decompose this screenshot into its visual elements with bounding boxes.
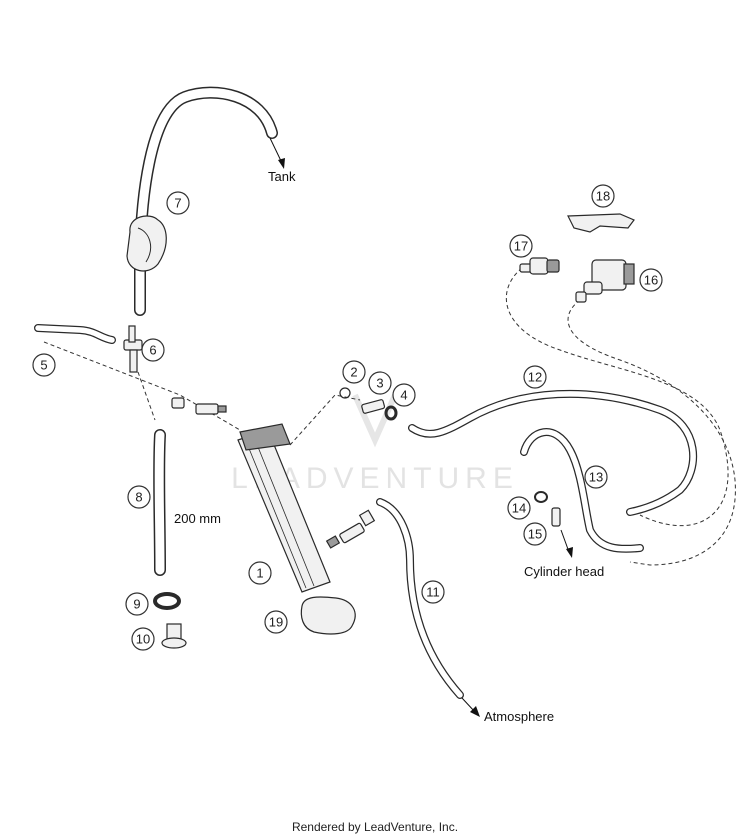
canister-fitting xyxy=(325,509,376,549)
svg-text:2: 2 xyxy=(350,365,357,380)
pad-19 xyxy=(300,596,356,635)
callout-2: 2 xyxy=(342,360,366,384)
svg-text:9: 9 xyxy=(133,597,140,612)
svg-text:10: 10 xyxy=(136,632,150,647)
callout-6: 6 xyxy=(141,338,165,362)
fitting-17 xyxy=(519,257,560,275)
callout-10: 10 xyxy=(131,627,155,651)
dash-17-line xyxy=(506,267,729,527)
callout-11: 11 xyxy=(421,580,445,604)
t-fitting-6 xyxy=(123,325,143,373)
label-length: 200 mm xyxy=(174,511,221,526)
svg-text:3: 3 xyxy=(376,376,383,391)
fitting-10 xyxy=(161,623,187,649)
callout-18: 18 xyxy=(591,184,615,208)
svg-text:7: 7 xyxy=(174,196,181,211)
clamp-9 xyxy=(153,592,181,610)
callout-19: 19 xyxy=(264,610,288,634)
valve-16 xyxy=(575,259,635,303)
svg-text:16: 16 xyxy=(644,273,658,288)
hose-13 xyxy=(520,428,644,553)
arrow-atmosphere xyxy=(461,697,480,717)
dash-5-to-canister xyxy=(43,341,241,431)
svg-text:19: 19 xyxy=(269,615,283,630)
svg-text:4: 4 xyxy=(400,388,407,403)
svg-text:11: 11 xyxy=(426,585,440,600)
hose-5 xyxy=(34,324,116,344)
callout-14: 14 xyxy=(507,496,531,520)
svg-text:8: 8 xyxy=(135,490,142,505)
label-atmosphere: Atmosphere xyxy=(484,709,554,724)
label-tank: Tank xyxy=(268,169,296,184)
clamp-4 xyxy=(384,405,398,421)
hose-8 xyxy=(153,429,166,576)
hose-11 xyxy=(376,498,464,699)
svg-text:13: 13 xyxy=(589,470,603,485)
callout-13: 13 xyxy=(584,465,608,489)
callout-5: 5 xyxy=(32,353,56,377)
connector-left xyxy=(171,397,227,415)
svg-text:1: 1 xyxy=(256,566,263,581)
svg-text:18: 18 xyxy=(596,189,610,204)
bracket-18 xyxy=(567,213,635,233)
label-cylinder-head: Cylinder head xyxy=(524,564,604,579)
svg-text:6: 6 xyxy=(149,343,156,358)
callout-15: 15 xyxy=(523,522,547,546)
footer-credit: Rendered by LeadVenture, Inc. xyxy=(291,820,459,834)
callout-7: 7 xyxy=(166,191,190,215)
callout-16: 16 xyxy=(639,268,663,292)
hose-12 xyxy=(408,389,697,516)
svg-text:5: 5 xyxy=(40,358,47,373)
arrow-tank xyxy=(269,137,285,169)
svg-text:15: 15 xyxy=(528,527,542,542)
valve-3 xyxy=(361,399,386,414)
svg-text:12: 12 xyxy=(528,370,542,385)
svg-text:14: 14 xyxy=(512,501,526,516)
callout-4: 4 xyxy=(392,383,416,407)
callout-8: 8 xyxy=(127,485,151,509)
svg-text:17: 17 xyxy=(514,239,528,254)
dash-canister-to-3 xyxy=(289,394,361,446)
dash-6-to-8 xyxy=(137,371,156,421)
fitting-15 xyxy=(551,507,561,527)
callout-1: 1 xyxy=(248,561,272,585)
callout-3: 3 xyxy=(368,371,392,395)
clamp-14 xyxy=(534,491,548,503)
callout-12: 12 xyxy=(523,365,547,389)
canister-1 xyxy=(237,423,331,593)
dash-16-line xyxy=(567,299,736,566)
callout-17: 17 xyxy=(509,234,533,258)
arrow-cylinder-head xyxy=(560,529,573,558)
hose-7 xyxy=(126,86,278,316)
ring-2 xyxy=(339,387,351,399)
callout-9: 9 xyxy=(125,592,149,616)
